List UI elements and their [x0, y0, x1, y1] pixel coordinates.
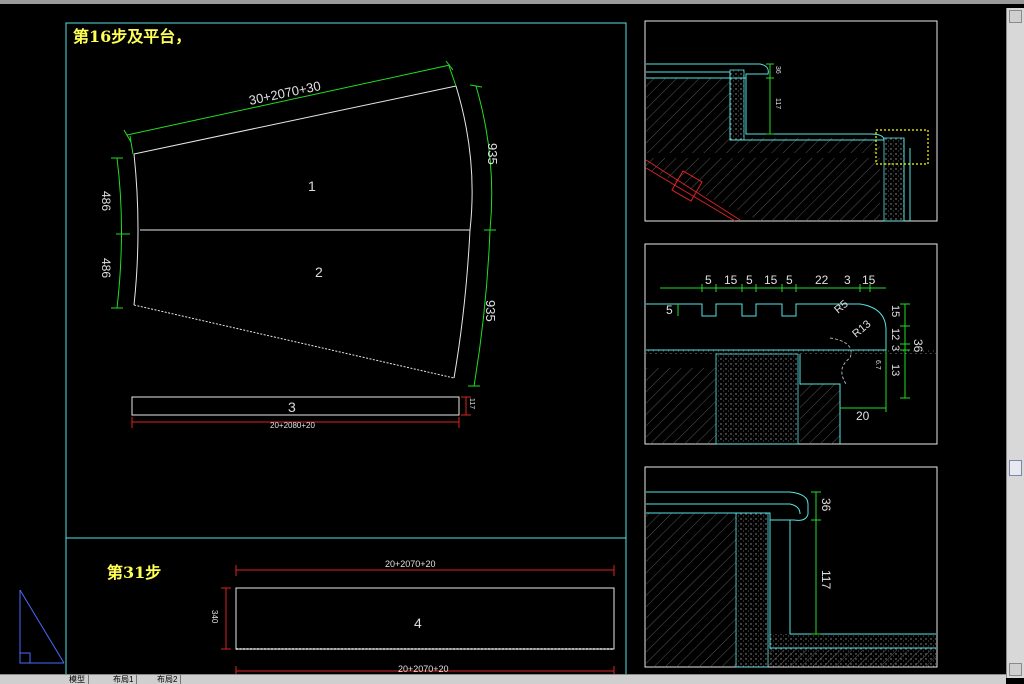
detail-3-section: 36 117: [644, 466, 938, 668]
sheet1-title: 第16步及平台，: [73, 27, 191, 46]
detail1-dim-b: 117: [774, 98, 781, 109]
detail2-dim-8: 15: [862, 273, 876, 287]
dim-left-top: 486: [99, 191, 113, 211]
detail2-dim-3: 5: [746, 273, 753, 287]
sheet1-frame: [65, 22, 627, 539]
detail3-dim-a: 36: [819, 498, 833, 512]
step31-bottom-dim: 20+2070+20: [398, 664, 449, 674]
detail2-dim-small: 6.7: [874, 360, 881, 370]
ucs-axis-icon: [19, 589, 65, 664]
detail2-dim-5: 5: [786, 273, 793, 287]
detail2-radius-1: R5: [832, 298, 850, 316]
piece-3-label: 3: [288, 399, 296, 415]
slab-serrated-edge: [133, 304, 455, 379]
dim-right-bottom: 935: [483, 300, 498, 322]
sheet2-title: 第31步: [107, 563, 161, 582]
cad-drawing-canvas[interactable]: 第16步及平台， 30+2070+30 935 935 486 486 1 2 …: [0, 8, 1006, 678]
dim-left-bottom: 486: [99, 258, 113, 278]
tab-model[interactable]: 模型: [66, 675, 89, 684]
detail2-radius-2: R13: [850, 318, 873, 340]
detail2-dim-7: 3: [844, 273, 851, 287]
tab-layout-1[interactable]: 布局1: [110, 675, 138, 684]
step31-top-dim: 20+2070+20: [385, 559, 436, 569]
vertical-scrollbar[interactable]: [1006, 8, 1024, 678]
detail2-dim-left: 5: [666, 303, 673, 317]
step31-dimensions: [221, 565, 615, 676]
step16-dimensions: [111, 60, 496, 387]
tab-layout-2[interactable]: 布局2: [154, 675, 182, 684]
detail2-dim-right-3: 3: [889, 345, 901, 351]
detail2-dim-6: 22: [815, 273, 829, 287]
detail-2-nosing-profile: 5 15 5 15 5 22 3 15 5 R5 R13 15 12 3 13 …: [644, 243, 938, 445]
step16-slab: [133, 85, 473, 379]
step31-left-dim: 340: [210, 610, 219, 624]
riser-height-dim: 117: [468, 398, 475, 409]
piece-4-label: 4: [414, 615, 422, 631]
riser-piece-3: [131, 396, 460, 416]
scroll-down-button[interactable]: [1009, 663, 1022, 676]
riser-length-dim: 20+2080+20: [270, 421, 315, 430]
riser-dimensions: [131, 396, 471, 428]
scroll-thumb[interactable]: [1009, 460, 1022, 476]
detail2-dim-4: 15: [764, 273, 778, 287]
detail2-dim-2: 15: [724, 273, 738, 287]
dim-right-top: 935: [485, 143, 500, 165]
step31-slab: [235, 587, 615, 650]
detail2-dim-right-4: 13: [889, 364, 901, 376]
detail-1-section: 36 117: [644, 20, 938, 222]
scroll-up-button[interactable]: [1009, 10, 1022, 23]
piece-2-label: 2: [315, 264, 323, 280]
layout-tab-bar: 模型 布局1 布局2: [0, 674, 1006, 684]
detail2-dim-right-1: 15: [889, 305, 901, 317]
detail1-dim-a: 36: [774, 66, 781, 74]
detail2-dim-1: 5: [705, 273, 712, 287]
piece-1-label: 1: [308, 178, 316, 194]
dim-top-width: 30+2070+30: [248, 78, 323, 108]
sheet2-frame: [65, 537, 627, 678]
detail3-dim-b: 117: [819, 570, 833, 589]
detail2-dim-total: 36: [911, 339, 925, 353]
detail2-dim-bottom: 20: [856, 409, 870, 423]
detail2-dim-right-2: 12: [889, 328, 901, 340]
